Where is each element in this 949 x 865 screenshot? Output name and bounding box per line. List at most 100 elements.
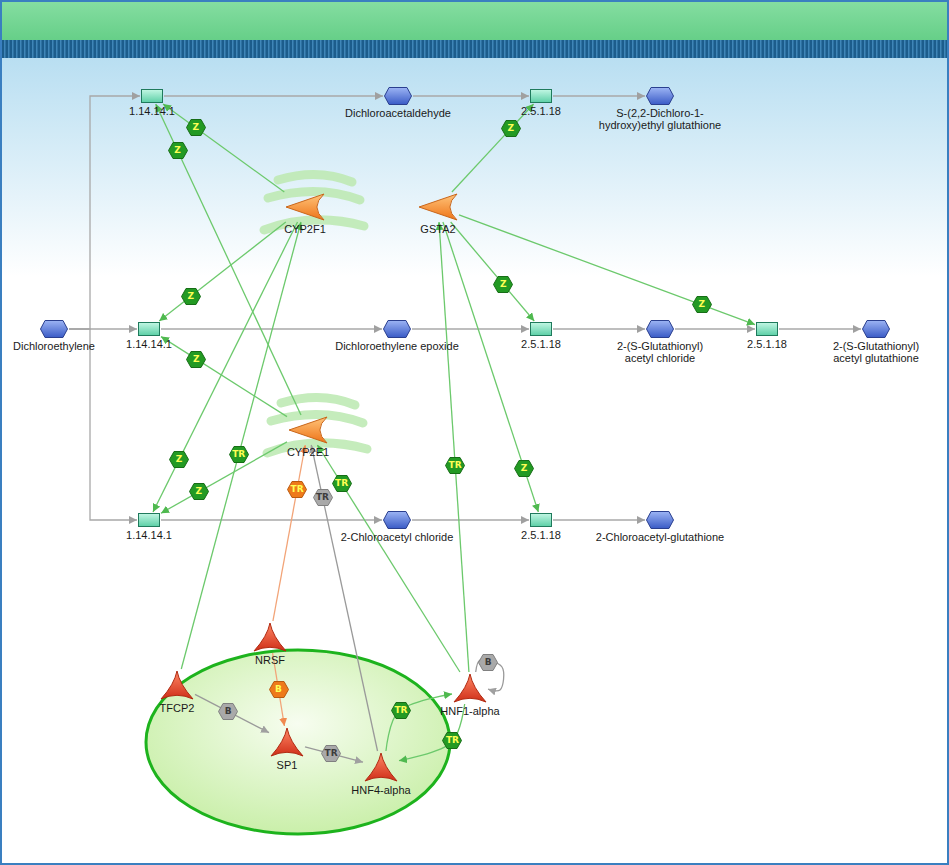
node-label: SP1 — [277, 759, 298, 771]
badge-hexagon-shape — [186, 120, 205, 136]
interaction-badge: Z — [186, 351, 206, 368]
node-label: 1.14.14.1 — [126, 529, 172, 541]
node-text: HNF4-alpha — [351, 784, 410, 796]
enzyme-square — [139, 514, 160, 527]
node-label: 2-(S-Glutathionyl) acetyl chloride — [605, 340, 715, 364]
transcription-factor-shape — [454, 674, 486, 702]
enzyme-square — [757, 323, 778, 336]
enzyme-square — [142, 90, 163, 103]
badge-hexagon-shape — [392, 703, 411, 719]
node-label: GSTA2 — [420, 223, 455, 235]
badge-hexagon-shape — [187, 351, 206, 367]
regulation-connector — [273, 445, 305, 621]
node-text: TFCP2 — [160, 702, 195, 714]
interaction-badge: Z — [181, 288, 201, 305]
interaction-badge: Z — [189, 483, 209, 500]
transcription-factor-shape — [161, 671, 193, 699]
regulation-connector — [459, 215, 755, 325]
regulation-connector — [163, 104, 284, 192]
node-text: NRSF — [255, 654, 285, 666]
badge-text: TR — [442, 732, 462, 749]
metabolite-hexagon — [385, 88, 412, 105]
reaction-connector — [412, 519, 529, 520]
badge-text: TR — [321, 745, 341, 762]
enz-node: 1.14.14.1 — [138, 322, 160, 336]
node-label: 2.5.1.18 — [521, 105, 561, 117]
node-icon — [418, 193, 458, 221]
regulation-connector — [443, 222, 538, 512]
met-node: 2-(S-Glutathionyl) acetyl glutathione — [862, 320, 890, 338]
tf-node: SP1 — [270, 727, 304, 757]
node-text: GSTA2 — [420, 223, 455, 235]
interaction-badge: TR — [391, 702, 411, 719]
regulation-connector — [311, 445, 377, 751]
protein-arrowhead — [289, 417, 327, 443]
node-text: 2.5.1.18 — [521, 529, 561, 541]
er-membrane-arc — [278, 174, 352, 182]
met-node: S-(2,2-Dichloro-1-hydroxy)ethyl glutathi… — [646, 87, 674, 105]
node-icon — [756, 322, 778, 336]
regulation-connector — [161, 442, 287, 513]
reaction-connector — [675, 328, 755, 329]
badge-hexagon-shape — [322, 746, 341, 762]
badge-text: Z — [514, 460, 534, 477]
interaction-badge: TR — [445, 457, 465, 474]
node-label: 1.14.14.1 — [126, 338, 172, 350]
node-icon — [141, 89, 163, 103]
interaction-badge: TR — [287, 481, 307, 498]
reaction-connector — [553, 95, 645, 96]
node-text: CYP2E1 — [287, 446, 329, 458]
node-icon — [453, 673, 487, 703]
met-node: Dichloroethylene epoxide — [383, 320, 411, 338]
node-icon — [138, 513, 160, 527]
badge-text: TR — [391, 702, 411, 719]
node-icon — [646, 87, 674, 105]
met-node: 2-Chloroacetyl-glutathione — [646, 511, 674, 529]
badge-hexagon-shape — [170, 452, 189, 468]
enzyme-square — [139, 323, 160, 336]
regulation-connector — [317, 445, 460, 672]
enz-node: 2.5.1.18 — [756, 322, 778, 336]
met-node: 2-(S-Glutathionyl) acetyl chloride — [646, 320, 674, 338]
header-band — [0, 0, 949, 40]
node-label: 2.5.1.18 — [521, 529, 561, 541]
badge-text: Z — [501, 120, 521, 137]
reaction-connector — [164, 95, 383, 96]
badge-text: TR — [287, 481, 307, 498]
node-label: CYP2E1 — [287, 446, 329, 458]
regulation-connector — [439, 222, 469, 672]
tf-node: HNF1-alpha — [453, 673, 487, 703]
transcription-factor-shape — [365, 753, 397, 781]
node-text: 2.5.1.18 — [521, 338, 561, 350]
interaction-badge: TR — [442, 732, 462, 749]
badge-text: B — [478, 654, 498, 671]
met-node: 2-Chloroacetyl chloride — [383, 511, 411, 529]
node-text: 2-Chloroacetyl-glutathione — [596, 531, 724, 543]
node-text: 2-(S-Glutathionyl) acetyl chloride — [605, 340, 715, 364]
node-label: NRSF — [255, 654, 285, 666]
badge-text: Z — [692, 296, 712, 313]
node-text: S-(2,2-Dichloro-1-hydroxy)ethyl glutathi… — [590, 107, 730, 131]
node-icon — [288, 416, 328, 444]
reaction-connector — [413, 95, 529, 96]
node-icon — [530, 513, 552, 527]
node-label: Dichloroethylene epoxide — [335, 340, 459, 352]
node-text: HNF1-alpha — [440, 705, 499, 717]
node-label: 2-Chloroacetyl-glutathione — [596, 531, 724, 543]
badge-hexagon-shape — [494, 276, 513, 292]
badge-hexagon-shape — [501, 121, 520, 137]
regulation-connector — [153, 222, 298, 512]
met-node: Dichloroethylene — [40, 320, 68, 338]
node-label: CYP2F1 — [284, 223, 326, 235]
metabolite-hexagon — [647, 88, 674, 105]
prot-node: CYP2E1 — [288, 416, 328, 444]
badge-hexagon-shape — [332, 476, 351, 492]
interaction-badge: Z — [493, 276, 513, 293]
enzyme-square — [531, 514, 552, 527]
node-label: Dichloroacetaldehyde — [345, 107, 451, 119]
regulation-connector — [451, 222, 535, 321]
badge-text: TR — [229, 446, 249, 463]
